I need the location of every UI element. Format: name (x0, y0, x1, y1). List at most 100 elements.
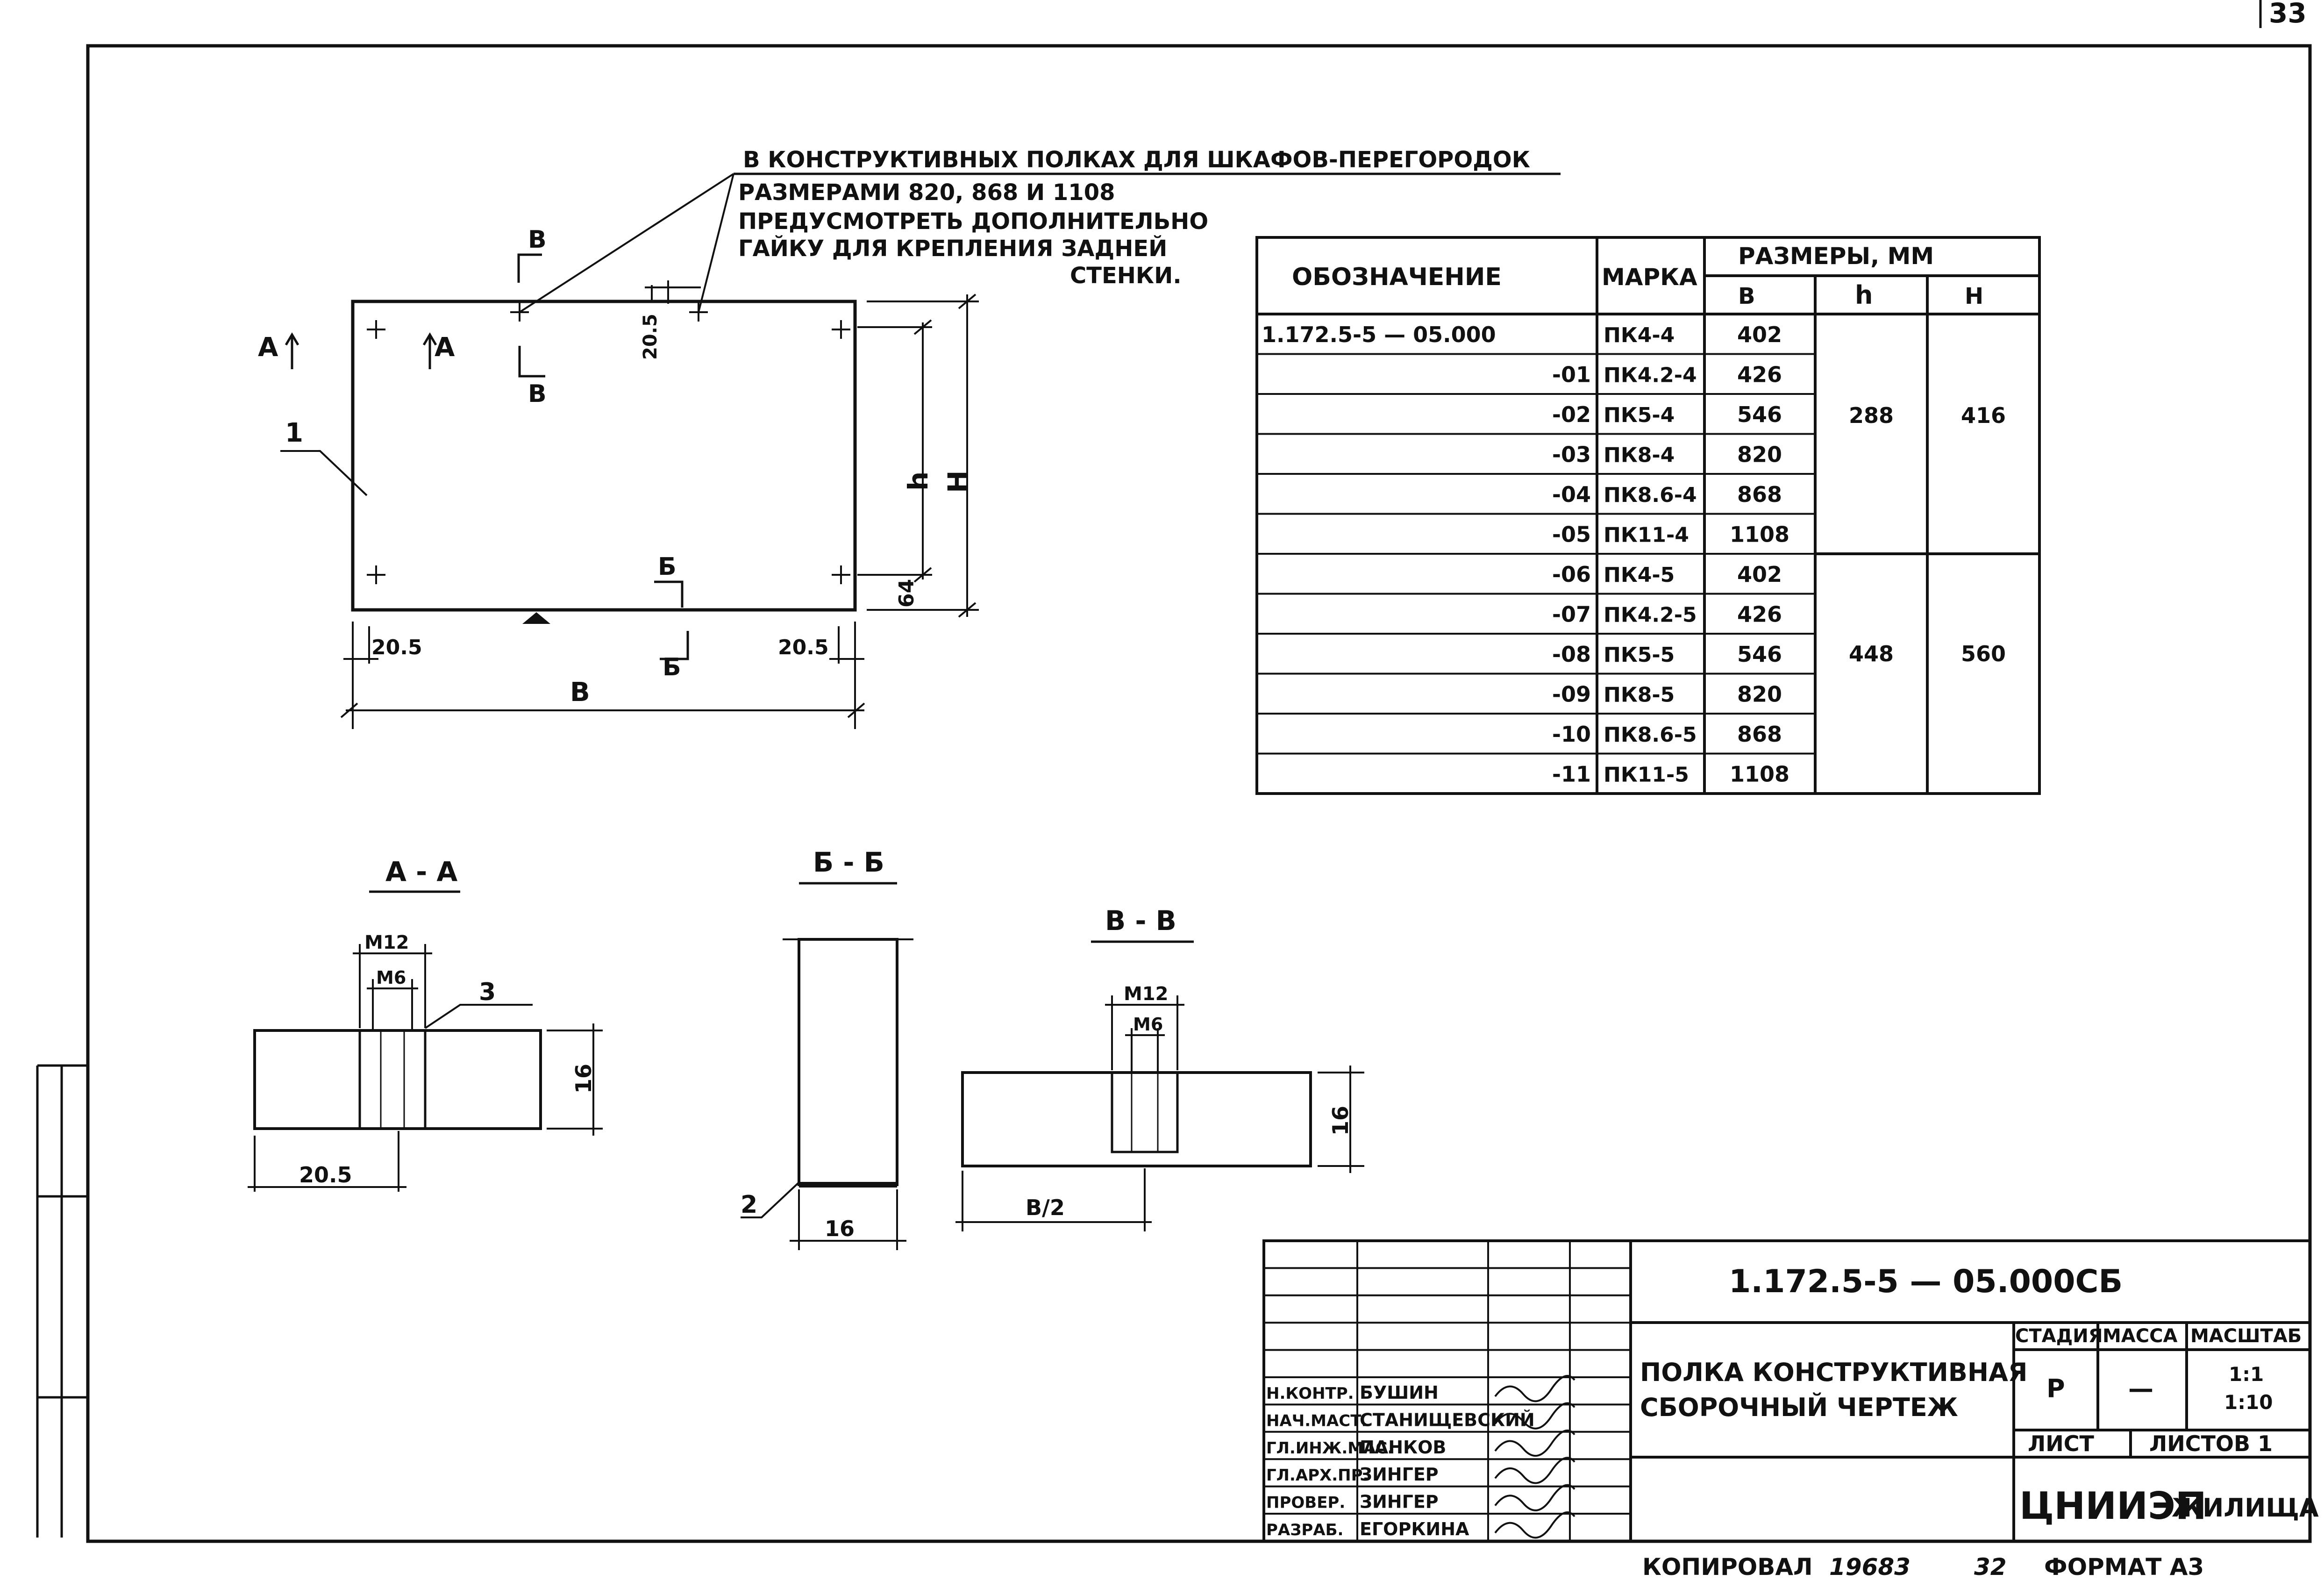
shelf-outline (351, 300, 857, 612)
footer-copy-sheet: 32 (1974, 1553, 2007, 1579)
section-aa-thickness: 16 (571, 1064, 596, 1094)
signature-mark (1494, 1457, 1575, 1484)
section-aa-offset: 20.5 (299, 1162, 352, 1188)
table-cell-designation: -10 (1552, 722, 1591, 747)
table-cell-designation: -11 (1552, 762, 1591, 787)
dim-edge-left: 20.5 (371, 636, 422, 659)
table-cell-b: 868 (1737, 482, 1782, 507)
signatory-name: БУШИН (1360, 1382, 1439, 1403)
mass-label: МАССА (2103, 1325, 2177, 1347)
fastener-marks (367, 303, 850, 584)
dim-bottom: 64 (895, 579, 919, 608)
cut-v-top: В (528, 226, 547, 254)
section-aa: А - А M12 M6 3 16 20.5 (248, 856, 603, 1192)
footer-copied: КОПИРОВАЛ (1642, 1553, 1813, 1579)
section-vv-half: B/2 (1026, 1195, 1065, 1220)
table-cell-mark: ПК8.6-5 (1604, 723, 1697, 747)
table-cell-designation: -06 (1552, 562, 1591, 587)
table-cell-designation: -04 (1552, 482, 1591, 507)
col-H: H (1965, 283, 1983, 309)
signatory-role: Н.КОНТР. (1266, 1384, 1354, 1403)
section-aa-m12: M12 (364, 932, 409, 953)
dim-edge-right: 20.5 (778, 636, 829, 659)
table-cell-b: 820 (1737, 682, 1782, 707)
title-block: 1.172.5-5 — 05.000СБ ПОЛКА КОНСТРУКТИВНА… (1262, 1239, 2319, 1543)
scale-label: МАСШТАБ (2190, 1325, 2302, 1347)
table-cell-designation: -09 (1552, 682, 1591, 707)
table-cell-mark: ПК5-4 (1604, 403, 1675, 427)
section-bb: Б - Б 2 16 (741, 846, 913, 1250)
side-stamp (36, 1064, 88, 1538)
stage-label: СТАДИЯ (2015, 1325, 2103, 1347)
section-vv-title: В - В (1105, 905, 1176, 937)
section-bb-thickness: 16 (825, 1216, 855, 1241)
section-vv-m6: M6 (1133, 1014, 1163, 1035)
sheet-frame (86, 44, 2312, 1543)
signature-mark (1494, 1375, 1575, 1402)
table-cell-designation: -07 (1552, 602, 1591, 627)
note-line-4: ГАЙКУ ДЛЯ КРЕПЛЕНИЯ ЗАДНЕЙ (738, 235, 1167, 262)
org-main: ЦНИИЭП (2019, 1484, 2207, 1528)
stage-value: Р (2046, 1374, 2065, 1403)
footer-format: ФОРМАТ А3 (2044, 1553, 2204, 1579)
scale-value-1: 1:1 (2229, 1363, 2264, 1386)
table-cell-designation: -03 (1552, 442, 1591, 467)
table-cell-b: 546 (1737, 642, 1782, 667)
col-sizes: РАЗМЕРЫ, ММ (1738, 243, 1934, 270)
table-cell-mark: ПК4-5 (1604, 563, 1675, 587)
table-cell-mark: ПК11-5 (1604, 763, 1689, 787)
signatory-role: ГЛ.ИНЖ.МАС. (1266, 1439, 1393, 1458)
dim-b: B (570, 677, 590, 708)
table-cell-b: 546 (1737, 402, 1782, 427)
table-cell-H: 416 (1961, 403, 2006, 428)
plan-dimensions (340, 280, 979, 729)
section-bb-title: Б - Б (813, 846, 884, 878)
table-cell-h: 448 (1849, 641, 1894, 666)
signature-mark (1494, 1402, 1575, 1430)
table-cell-H: 560 (1961, 641, 2006, 666)
note-line-2: РАЗМЕРАМИ 820, 868 И 1108 (738, 179, 1115, 206)
org-sub: ЖИЛИЩА (2172, 1493, 2319, 1523)
table-cell-designation: -02 (1552, 402, 1591, 427)
dim-top: 20.5 (640, 314, 661, 360)
sheets-label: ЛИСТОВ 1 (2149, 1431, 2273, 1456)
cut-a-right: А (435, 332, 455, 363)
section-aa-title: А - А (385, 856, 457, 887)
section-aa-pos: 3 (479, 978, 496, 1006)
section-vv-m12: M12 (1124, 983, 1168, 1005)
signature-mark (1494, 1484, 1575, 1511)
table-cell-b: 1108 (1730, 762, 1789, 787)
table-cell-b: 1108 (1730, 522, 1789, 547)
plan-view: А А В В Б Б 1 20.5 20.5 B 20.5 64 h H (258, 226, 979, 729)
cut-v-bottom: В (528, 380, 547, 408)
signatory-name: ЗИНГЕР (1360, 1492, 1439, 1512)
note-block: В КОНСТРУКТИВНЫХ ПОЛКАХ ДЛЯ ШКАФОВ-ПЕРЕГ… (519, 147, 1561, 313)
cut-a-left: А (258, 332, 278, 363)
signatory-role: НАЧ.МАСТ. (1266, 1411, 1367, 1430)
col-designation: ОБОЗНАЧЕНИЕ (1292, 263, 1502, 291)
sheet-number: 33 (2269, 0, 2307, 29)
mass-value: — (2128, 1374, 2153, 1403)
table-cell-mark: ПК4.2-5 (1604, 603, 1697, 627)
signature-mark (1494, 1429, 1575, 1457)
table-cell-designation: -01 (1552, 362, 1591, 387)
signatory-name: ЗИНГЕР (1360, 1464, 1439, 1485)
table-cell-designation: -05 (1552, 522, 1591, 547)
signatory-name: СТАНИЩЕВСКИЙ (1360, 1409, 1535, 1430)
col-h: h (1855, 280, 1873, 310)
table-cell-b: 402 (1737, 562, 1782, 587)
scale-value-2: 1:10 (2224, 1391, 2273, 1414)
table-cell-designation: 1.172.5-5 — 05.000 (1262, 322, 1496, 347)
position-1: 1 (285, 418, 303, 448)
section-vv-thickness: 16 (1328, 1106, 1353, 1136)
signatory-role: ГЛ.АРХ.ПР. (1266, 1466, 1369, 1485)
table-cell-mark: ПК8.6-4 (1604, 483, 1697, 507)
section-bb-pos: 2 (741, 1191, 757, 1219)
table-cell-b: 426 (1737, 362, 1782, 387)
footer-copy-num: 19683 (1829, 1553, 1911, 1579)
support-triangle (522, 612, 550, 624)
signatory-role: ПРОВЕР. (1266, 1494, 1345, 1512)
note-line-3: ПРЕДУСМОТРЕТЬ ДОПОЛНИТЕЛЬНО (738, 208, 1208, 235)
signatory-name: ПАНКОВ (1360, 1437, 1446, 1458)
